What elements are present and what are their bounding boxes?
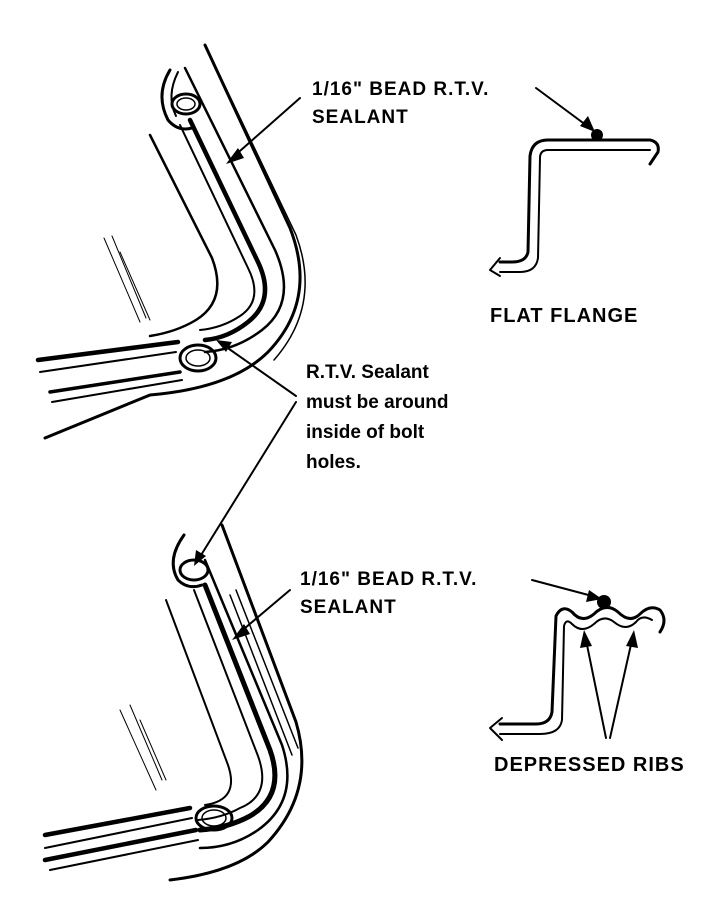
note-arrowhead-top bbox=[216, 340, 232, 352]
top-profile-leader bbox=[535, 87, 591, 129]
note-arrowhead-bottom bbox=[194, 550, 206, 566]
rib-arrowhead-right bbox=[626, 630, 638, 648]
bottom-profile-leader bbox=[531, 579, 597, 598]
top-pan-corner bbox=[35, 43, 306, 440]
rib-arrow-left bbox=[585, 639, 607, 739]
rib-arrow-right bbox=[609, 639, 633, 739]
top-callout-leader bbox=[231, 97, 301, 159]
note-leader-bottom bbox=[197, 401, 297, 561]
bottom-callout-arrowhead bbox=[232, 624, 250, 640]
depressed-ribs-label: DEPRESSED RIBS bbox=[494, 754, 685, 776]
bottom-pan-corner bbox=[42, 523, 304, 882]
top-callout-line2: SEALANT bbox=[312, 107, 409, 128]
flat-flange-label: FLAT FLANGE bbox=[490, 305, 638, 327]
top-callout-line1: 1/16" BEAD R.T.V. bbox=[312, 79, 489, 100]
note-leader-top bbox=[221, 343, 297, 397]
rib-arrowhead-left bbox=[580, 630, 592, 648]
middle-note-line4: holes. bbox=[306, 452, 361, 473]
bottom-callout-leader bbox=[237, 589, 291, 635]
top-callout-arrowhead bbox=[226, 148, 244, 164]
bottom-callout-line2: SEALANT bbox=[300, 597, 397, 618]
top-sealant-bead bbox=[591, 129, 603, 141]
bottom-callout-line1: 1/16" BEAD R.T.V. bbox=[300, 569, 477, 590]
depressed-ribs-profile bbox=[489, 595, 666, 741]
bottom-sealant-bead bbox=[597, 595, 611, 609]
top-profile-arrowhead bbox=[580, 116, 595, 132]
flat-flange-profile bbox=[489, 129, 660, 277]
middle-note-line2: must be around bbox=[306, 392, 449, 413]
middle-note-line3: inside of bolt bbox=[306, 422, 425, 443]
middle-note-line1: R.T.V. Sealant bbox=[306, 362, 430, 383]
